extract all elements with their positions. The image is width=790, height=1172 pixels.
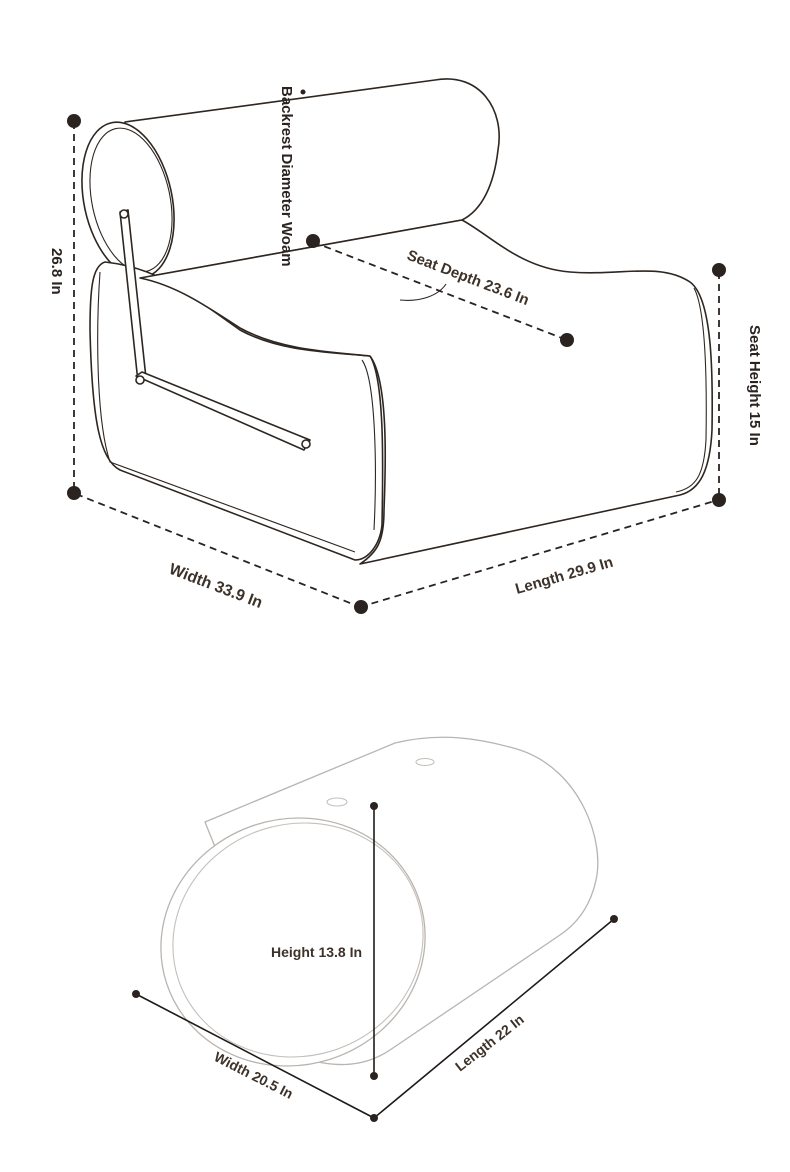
chair-frame [119, 209, 311, 451]
chair-seat-edge [97, 271, 356, 553]
chair-seat-right-edge [675, 287, 707, 493]
ottoman-height-dot-bottom [370, 1072, 378, 1080]
ottoman-end-inner [172, 822, 424, 1058]
length-label: Length 29.9 In [513, 554, 615, 598]
seat-depth-dot-end [560, 333, 574, 347]
ottoman-length-label: Length 22 In [452, 1011, 527, 1074]
ottoman-corner-dot [370, 1114, 378, 1122]
ottoman-drawing [160, 736, 599, 1067]
chair-drawing [81, 78, 714, 565]
frame-bolt-top [119, 209, 129, 219]
ottoman-hole-left [326, 797, 348, 807]
height-dim-dot-top [67, 114, 81, 128]
ottoman-end [160, 817, 426, 1067]
seat-depth-dim-line [312, 241, 568, 341]
backrest-label: Backrest Diameter Woam [278, 86, 295, 267]
width-length-dot [354, 600, 368, 614]
ottoman-height-dot-top [370, 802, 378, 810]
width-dim-line [75, 493, 361, 608]
seat-height-dot-top [712, 263, 726, 277]
seat-height-label: Seat Height 15 In [746, 325, 763, 446]
chair-backrest-body [124, 78, 500, 279]
frame-bolt-end [301, 439, 311, 449]
chair-dimensions [67, 89, 726, 614]
ottoman-height-label: Height 13.8 In [271, 944, 362, 960]
frame-bolt-mid [135, 375, 145, 385]
chair-seat-edge-2 [361, 359, 376, 531]
seat-depth-dot-start [306, 234, 320, 248]
ottoman-dimensions [132, 802, 618, 1122]
height-dim-dot-bottom [67, 486, 81, 500]
ottoman-length-dot-end [610, 915, 618, 923]
ottoman-length-line [373, 918, 615, 1119]
chair-seat-crease [399, 283, 447, 301]
chair-seat-top [139, 219, 714, 565]
height-label: 26.8 In [48, 248, 65, 295]
ottoman-width-line [135, 993, 375, 1119]
ottoman-hole-right [415, 757, 435, 767]
width-label: Width 33.9 In [167, 561, 265, 612]
seat-height-dot-bottom [712, 493, 726, 507]
ottoman-width-dot-start [132, 990, 140, 998]
length-dim-line [359, 499, 719, 608]
backrest-dim-dot [300, 89, 306, 95]
